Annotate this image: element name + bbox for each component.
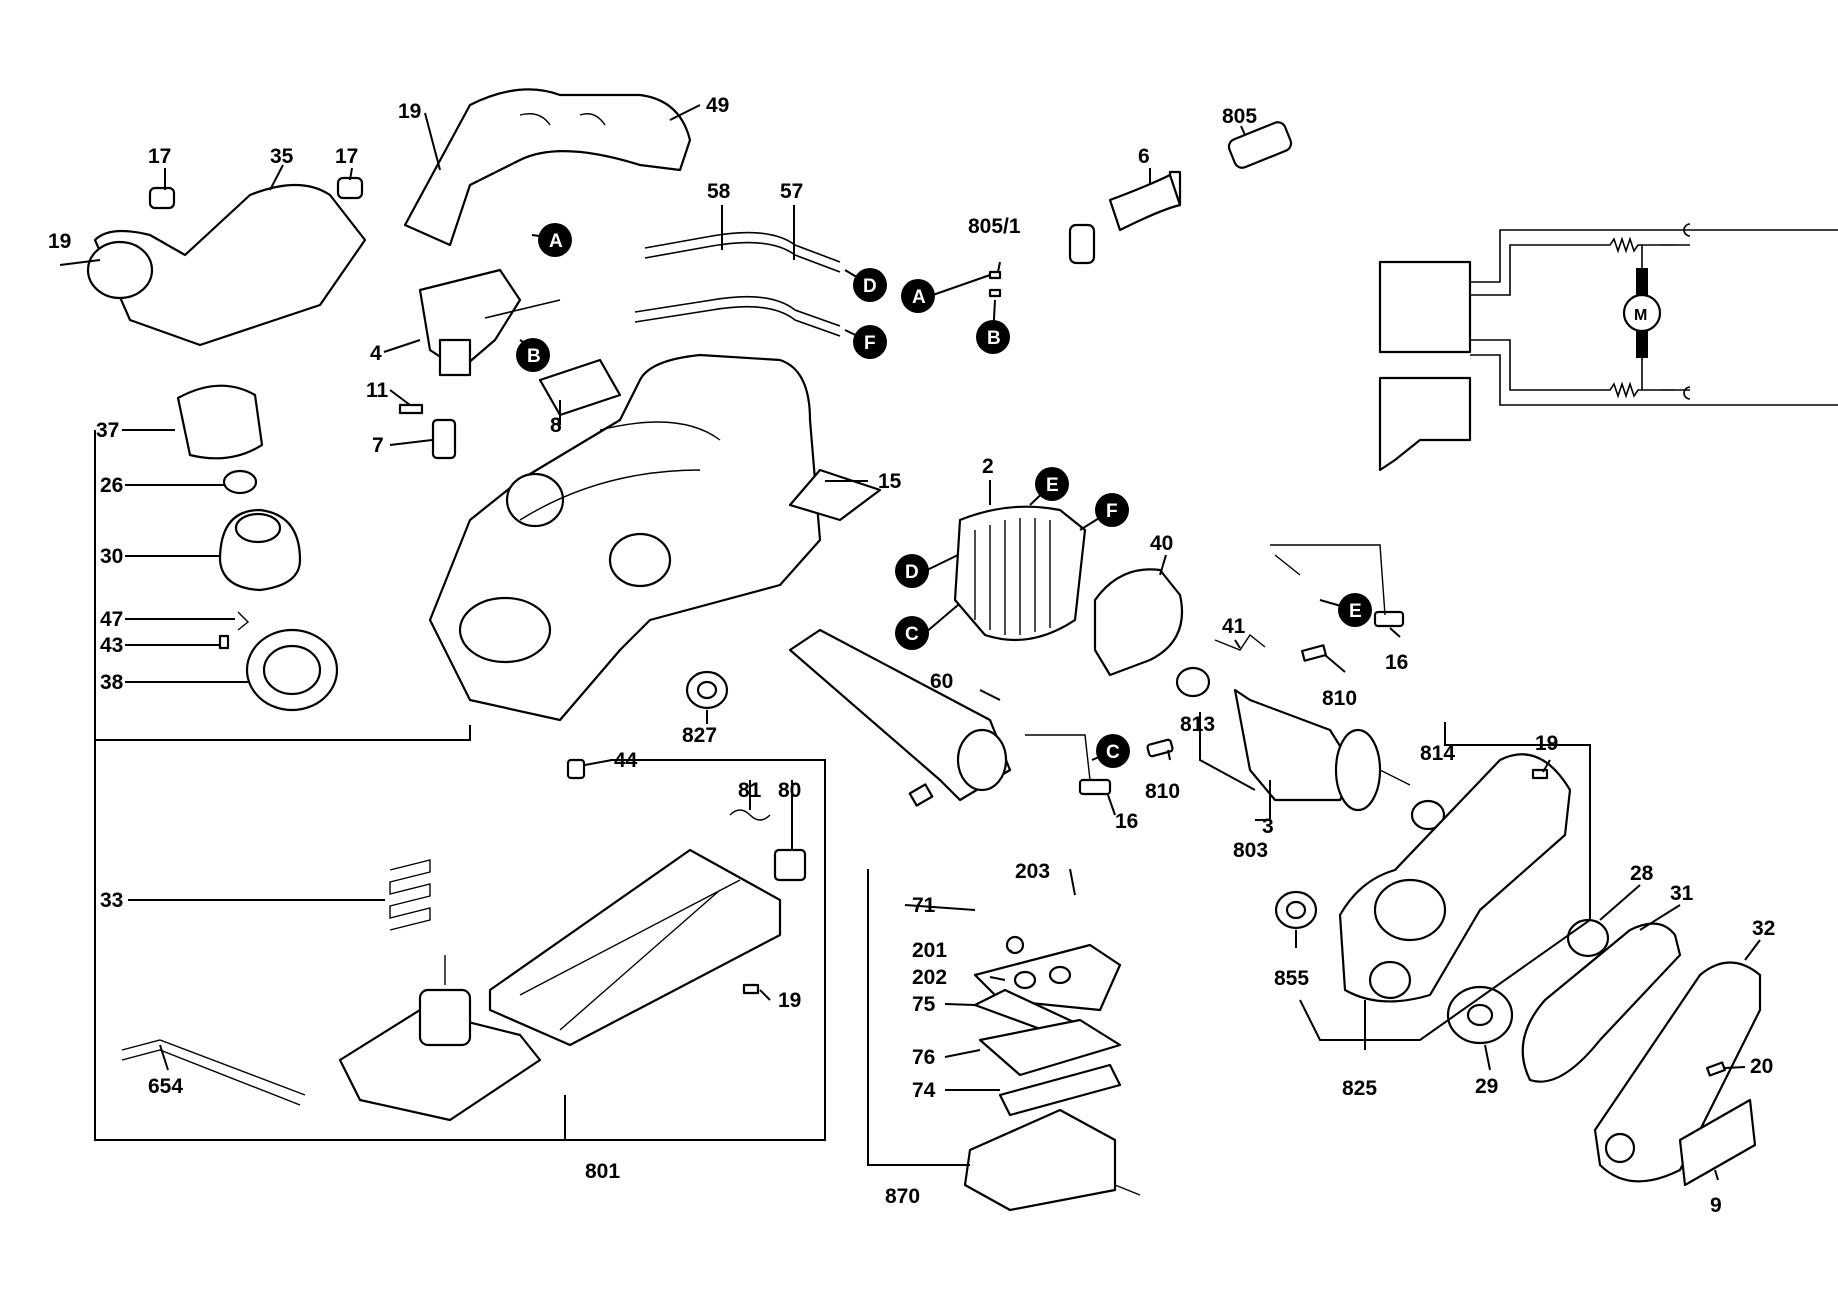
part-label: 74: [912, 1079, 936, 1102]
connector-letter: F: [1106, 501, 1118, 522]
part-label: 31: [1670, 882, 1694, 905]
connector-b: [516, 338, 550, 372]
part-label: 814: [1420, 742, 1455, 765]
resistor-bottom: [1600, 381, 1660, 399]
part-label: 43: [100, 634, 123, 657]
part-label: 9: [1710, 1194, 1722, 1217]
part-label: 201: [912, 939, 947, 962]
part-label: 26: [100, 474, 123, 497]
switch-block: [1378, 260, 1472, 354]
connector-letter: D: [863, 276, 877, 297]
connector-d: [853, 268, 887, 302]
connector-letter: E: [1046, 475, 1059, 496]
connector-f: [1095, 493, 1129, 527]
part-label: 801: [585, 1160, 620, 1183]
connector-letter: E: [1349, 601, 1362, 622]
part-label: 19: [398, 100, 421, 123]
connector-e: [1035, 467, 1069, 501]
part-label: 29: [1475, 1075, 1498, 1098]
connector-letter: C: [905, 624, 919, 645]
motor-brush-bottom: [1636, 330, 1648, 358]
connector-b: [976, 320, 1010, 354]
part-label: 6: [1138, 145, 1150, 168]
connector-letter: A: [549, 231, 563, 252]
connector-letter: B: [987, 328, 1001, 349]
part-label: 855: [1274, 967, 1309, 990]
part-label: 16: [1115, 810, 1138, 833]
part-label: 805: [1222, 105, 1257, 128]
wire-sketches: [484, 231, 841, 337]
connector-letter: B: [527, 346, 541, 367]
resistor-top: [1600, 236, 1660, 254]
connector-a: [538, 223, 572, 257]
part-label: 71: [912, 894, 936, 917]
part-drawings: [86, 88, 1762, 1212]
part-label: 4: [370, 342, 382, 365]
part-label: 75: [912, 993, 936, 1016]
connector-d: [895, 554, 929, 588]
part-label: 76: [912, 1046, 935, 1069]
connector-f: [853, 325, 887, 359]
part-label: 41: [1222, 615, 1246, 638]
part-label: 870: [885, 1185, 920, 1208]
part-label: 8: [550, 414, 562, 437]
part-label: 825: [1342, 1077, 1377, 1100]
part-label: 38: [100, 671, 124, 694]
part-label: 80: [778, 779, 801, 802]
part-label: 30: [100, 545, 123, 568]
part-label: 19: [1535, 732, 1558, 755]
part-label: 40: [1150, 532, 1173, 555]
connector-markers: A B D F A B E F D C E C: [516, 223, 1372, 768]
part-label: 58: [707, 180, 731, 203]
connector-letter: C: [1106, 742, 1120, 763]
part-label: 654: [148, 1075, 183, 1098]
part-label: 810: [1322, 687, 1357, 710]
part-label: 37: [96, 419, 119, 442]
part-label: 44: [614, 749, 638, 772]
part-label: 35: [270, 145, 294, 168]
part-label: 3: [1262, 815, 1274, 838]
connector-e: [1338, 593, 1372, 627]
part-label: 15: [878, 470, 902, 493]
part-label: 813: [1180, 713, 1215, 736]
connector-c: [895, 616, 929, 650]
part-label: 81: [738, 779, 762, 802]
part-label: 7: [372, 434, 384, 457]
part-label: 19: [778, 989, 801, 1012]
part-label: 19: [48, 230, 71, 253]
connector-letter: A: [912, 287, 926, 308]
part-label: 805/1: [968, 215, 1021, 238]
part-label: 810: [1145, 780, 1180, 803]
motor-symbol: [1622, 293, 1662, 333]
part-label: 803: [1233, 839, 1268, 862]
part-label: 203: [1015, 860, 1050, 883]
part-labels: 19 49 17 35 17 19 58 57 805 6 805/1 4 11…: [48, 94, 1775, 1217]
part-label: 827: [682, 724, 717, 747]
connector-letter: F: [864, 333, 876, 354]
part-label: 47: [100, 608, 123, 631]
part-label: 28: [1630, 862, 1654, 885]
part-label: 202: [912, 966, 947, 989]
connector-c: [1096, 734, 1130, 768]
part-label: 17: [148, 145, 171, 168]
part-label: 20: [1750, 1055, 1773, 1078]
part-label: 33: [100, 889, 123, 912]
motor-label: M: [1634, 307, 1647, 324]
part-label: 57: [780, 180, 803, 203]
part-label: 49: [706, 94, 729, 117]
leader-lines: [59, 104, 1761, 1181]
part-label: 60: [930, 670, 953, 693]
part-label: 11: [366, 379, 389, 402]
connector-a: [901, 279, 935, 313]
motor-brush-top: [1636, 268, 1648, 296]
part-label: 16: [1385, 651, 1408, 674]
part-label: 17: [335, 145, 358, 168]
connector-letter: D: [905, 562, 919, 583]
part-label: 2: [982, 455, 994, 478]
part-label: 32: [1752, 917, 1775, 940]
circuit-schematic: M: [1378, 223, 1838, 472]
